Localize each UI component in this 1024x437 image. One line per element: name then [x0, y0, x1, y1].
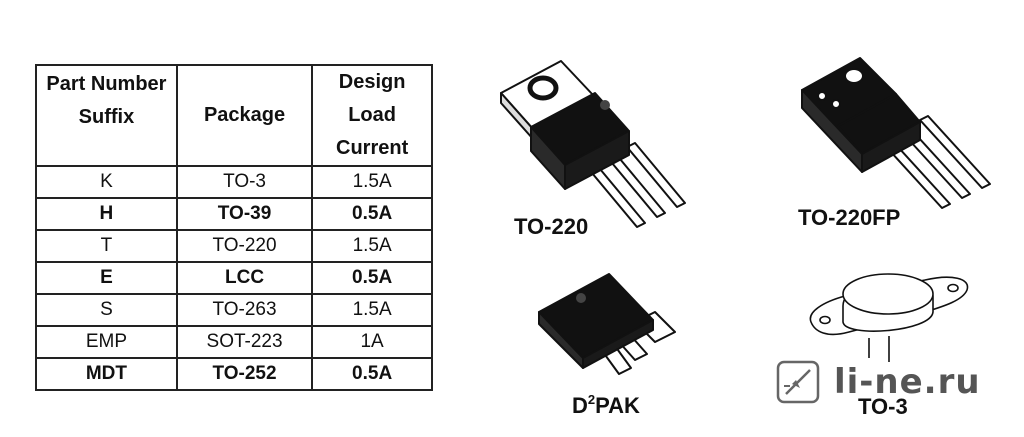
cell-current: 1.5A	[311, 165, 433, 199]
to220fp-package-image	[801, 57, 991, 209]
cell-suffix: T	[35, 229, 178, 263]
header-package: Package	[175, 64, 314, 167]
header-design-load-current: Design Load Current	[311, 64, 433, 167]
cell-package: TO-263	[175, 293, 314, 327]
cell-current: 1.5A	[311, 293, 433, 327]
to220fp-label: TO-220FP	[798, 205, 901, 230]
cell-package: TO-252	[175, 357, 314, 391]
cell-package: TO-3	[175, 165, 314, 199]
cell-package: LCC	[175, 261, 314, 295]
watermark: li-ne.ru	[776, 360, 981, 404]
cell-package: SOT-223	[175, 325, 314, 359]
header-part-number-suffix: Part Number Suffix	[35, 64, 178, 167]
cell-suffix: K	[35, 165, 178, 199]
table-row: H TO-39 0.5A	[35, 197, 433, 231]
cell-current: 0.5A	[311, 357, 433, 391]
table-row: MDT TO-252 0.5A	[35, 357, 433, 391]
table-row: EMP SOT-223 1A	[35, 325, 433, 359]
watermark-text: li-ne.ru	[834, 362, 981, 402]
cell-suffix: E	[35, 261, 178, 295]
table-row: S TO-263 1.5A	[35, 293, 433, 327]
cell-suffix: S	[35, 293, 178, 327]
table-header-row: Part Number Suffix Package Design Load C…	[35, 64, 433, 167]
cell-current: 0.5A	[311, 261, 433, 295]
diode-pen-icon	[776, 360, 820, 404]
d2pak-package-image	[538, 273, 676, 375]
cell-current: 1.5A	[311, 229, 433, 263]
to220-label: TO-220	[514, 214, 589, 239]
cell-package: TO-39	[175, 197, 314, 231]
to3-package-image	[809, 273, 969, 362]
table-row: T TO-220 1.5A	[35, 229, 433, 263]
cell-suffix: H	[35, 197, 178, 231]
d2pak-label: D2PAK	[572, 392, 640, 418]
to220-package-image	[500, 60, 686, 228]
cell-current: 1A	[311, 325, 433, 359]
package-table: Part Number Suffix Package Design Load C…	[35, 64, 433, 391]
table-row: K TO-3 1.5A	[35, 165, 433, 199]
cell-current: 0.5A	[311, 197, 433, 231]
to3-label: TO-3	[858, 394, 908, 419]
cell-suffix: MDT	[35, 357, 178, 391]
table-row: E LCC 0.5A	[35, 261, 433, 295]
cell-package: TO-220	[175, 229, 314, 263]
cell-suffix: EMP	[35, 325, 178, 359]
